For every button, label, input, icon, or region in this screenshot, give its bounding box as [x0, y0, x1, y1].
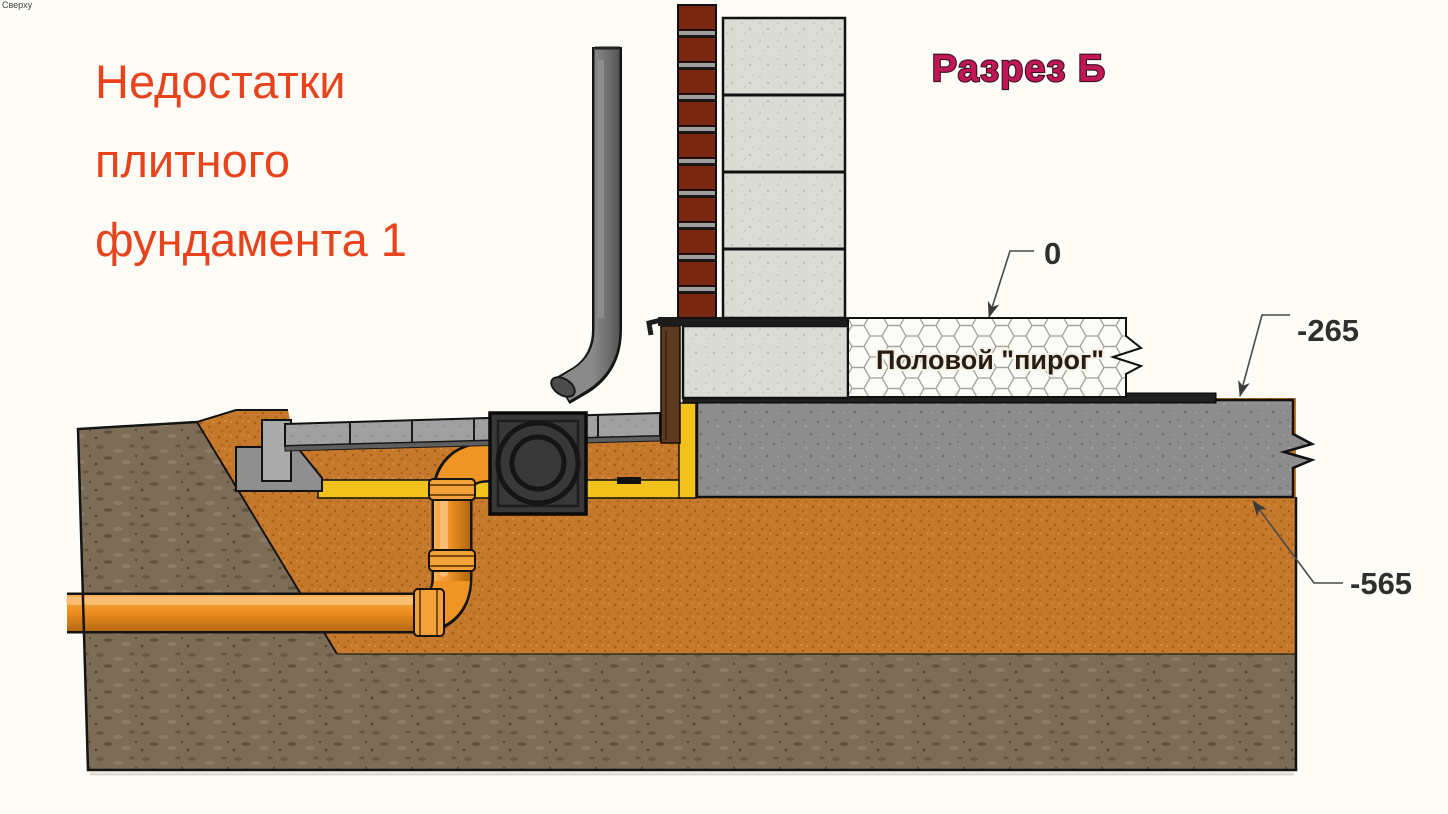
floor-pie-label: Половой "пирог" — [876, 345, 1104, 375]
box-port-outer-ring — [495, 420, 581, 506]
vent-pipe — [550, 46, 622, 404]
page-title: Недостатки плитного фундамента 1 — [95, 42, 407, 279]
wall-waterproofing — [646, 317, 848, 336]
pipe-coupling — [413, 588, 445, 637]
title-line-2: плитного — [95, 134, 290, 187]
concrete-slab — [695, 398, 1316, 499]
pipe-coupling — [428, 478, 476, 501]
native-soil-layer — [78, 422, 1296, 770]
wood-board — [660, 325, 681, 444]
brick-pillar — [677, 4, 717, 319]
section-label: Разрез Б — [932, 48, 1106, 90]
elevation-callout-265: -265 — [1238, 313, 1359, 397]
floor-pie: Половой "пирог" — [847, 317, 1144, 398]
block-wall — [721, 16, 847, 320]
inspection-box — [488, 411, 588, 516]
box-port-inner-ring — [509, 434, 567, 492]
elevation-callout-565: -565 — [1252, 500, 1412, 601]
elevation-callout-0: 0 — [987, 236, 1061, 318]
pipe-coupling — [428, 549, 476, 572]
ground-outline — [76, 420, 1298, 772]
title-line-3: фундамента 1 — [95, 213, 407, 266]
foundation-block-course — [681, 324, 850, 400]
elevation-value-0: 0 — [1044, 236, 1061, 271]
view-label: Сверху — [2, 0, 33, 10]
sewer-pipe — [66, 441, 500, 637]
block-wall-joints — [723, 93, 845, 251]
title-line-1: Недостатки — [95, 55, 346, 108]
elevation-value-265: -265 — [1297, 313, 1359, 348]
elevation-value-565: -565 — [1350, 566, 1412, 601]
